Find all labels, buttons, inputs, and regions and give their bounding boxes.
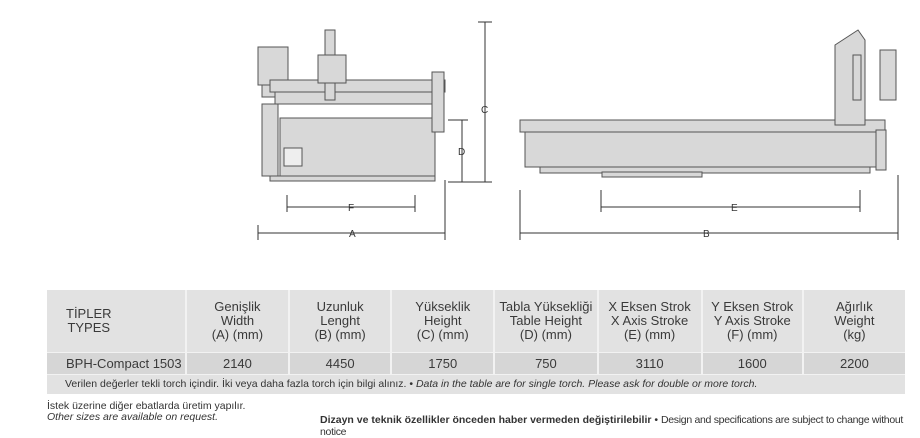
disclaimer-separator: • xyxy=(651,414,661,426)
disclaimer: Dizayn ve teknik özellikler önceden habe… xyxy=(320,414,920,438)
cell-y-stroke: 1600 xyxy=(703,353,804,374)
header-tr: Uzunluk xyxy=(316,299,364,314)
header-en: TYPES xyxy=(67,320,111,335)
header-unit: (B) (mm) xyxy=(314,327,366,342)
note-separator: • xyxy=(406,378,416,390)
dim-label-b: B xyxy=(703,229,710,240)
note-en: Data in the table are for single torch. … xyxy=(415,378,758,390)
header-unit: (A) (mm) xyxy=(211,327,264,342)
header-tr: Y Eksen Strok xyxy=(711,299,794,314)
header-unit: (F) (mm) xyxy=(726,327,778,342)
dim-label-a: A xyxy=(349,229,356,240)
header-en: Height xyxy=(423,313,462,328)
cell-width: 2140 xyxy=(187,353,291,374)
dim-label-e: E xyxy=(731,203,738,214)
cell-length: 4450 xyxy=(290,353,393,374)
header-tr: Ağırlık xyxy=(835,299,873,314)
cell-type: BPH-Compact 1503 xyxy=(47,353,187,374)
table-note: Verilen değerler tekli torch içindir. İk… xyxy=(47,374,905,394)
front-view xyxy=(257,29,446,182)
header-en: Y Axis Stroke xyxy=(713,313,791,328)
cell-x-stroke: 3110 xyxy=(599,353,703,374)
dimension-lines xyxy=(257,21,899,240)
other-sizes-note: İstek üzerine diğer ebatlarda üretim yap… xyxy=(47,401,245,423)
side-view xyxy=(519,29,897,178)
cell-height: 1750 xyxy=(392,353,496,374)
header-en: Table Height xyxy=(509,313,583,328)
header-tr: Genişlik xyxy=(214,299,261,314)
disclaimer-tr: Dizayn ve teknik özellikler önceden habe… xyxy=(320,414,652,426)
header-en: Lenght xyxy=(320,313,360,328)
cell-text: BPH-Compact 1503 xyxy=(66,355,182,371)
header-en: Width xyxy=(220,313,255,328)
dim-label-d: D xyxy=(458,147,465,158)
header-tr: X Eksen Strok xyxy=(608,299,691,314)
header-tr: Yükseklik xyxy=(415,299,471,314)
dim-label-f: F xyxy=(348,203,354,214)
other-sizes-en: Other sizes are available on request. xyxy=(47,411,219,423)
table-row: BPH-Compact 1503 2140 4450 1750 750 3110… xyxy=(47,352,905,374)
cell-weight: 2200 xyxy=(839,355,869,371)
header-tr: Tabla Yüksekliği xyxy=(499,299,593,314)
note-tr: Verilen değerler tekli torch içindir. İk… xyxy=(65,378,407,390)
cell-table-height: 750 xyxy=(495,353,599,374)
header-en: Weight xyxy=(834,313,875,328)
header-en: X Axis Stroke xyxy=(610,313,689,328)
header-unit: (E) (mm) xyxy=(623,327,676,342)
header-unit: (kg) xyxy=(843,327,866,342)
other-sizes-tr: İstek üzerine diğer ebatlarda üretim yap… xyxy=(47,400,246,412)
dim-label-c: C xyxy=(481,105,488,116)
header-unit: (C) (mm) xyxy=(416,327,469,342)
machine-dimension-drawing: A F C D B E xyxy=(257,21,899,240)
header-unit: (D) (mm) xyxy=(519,327,572,342)
header-tr: TİPLER xyxy=(66,306,112,321)
